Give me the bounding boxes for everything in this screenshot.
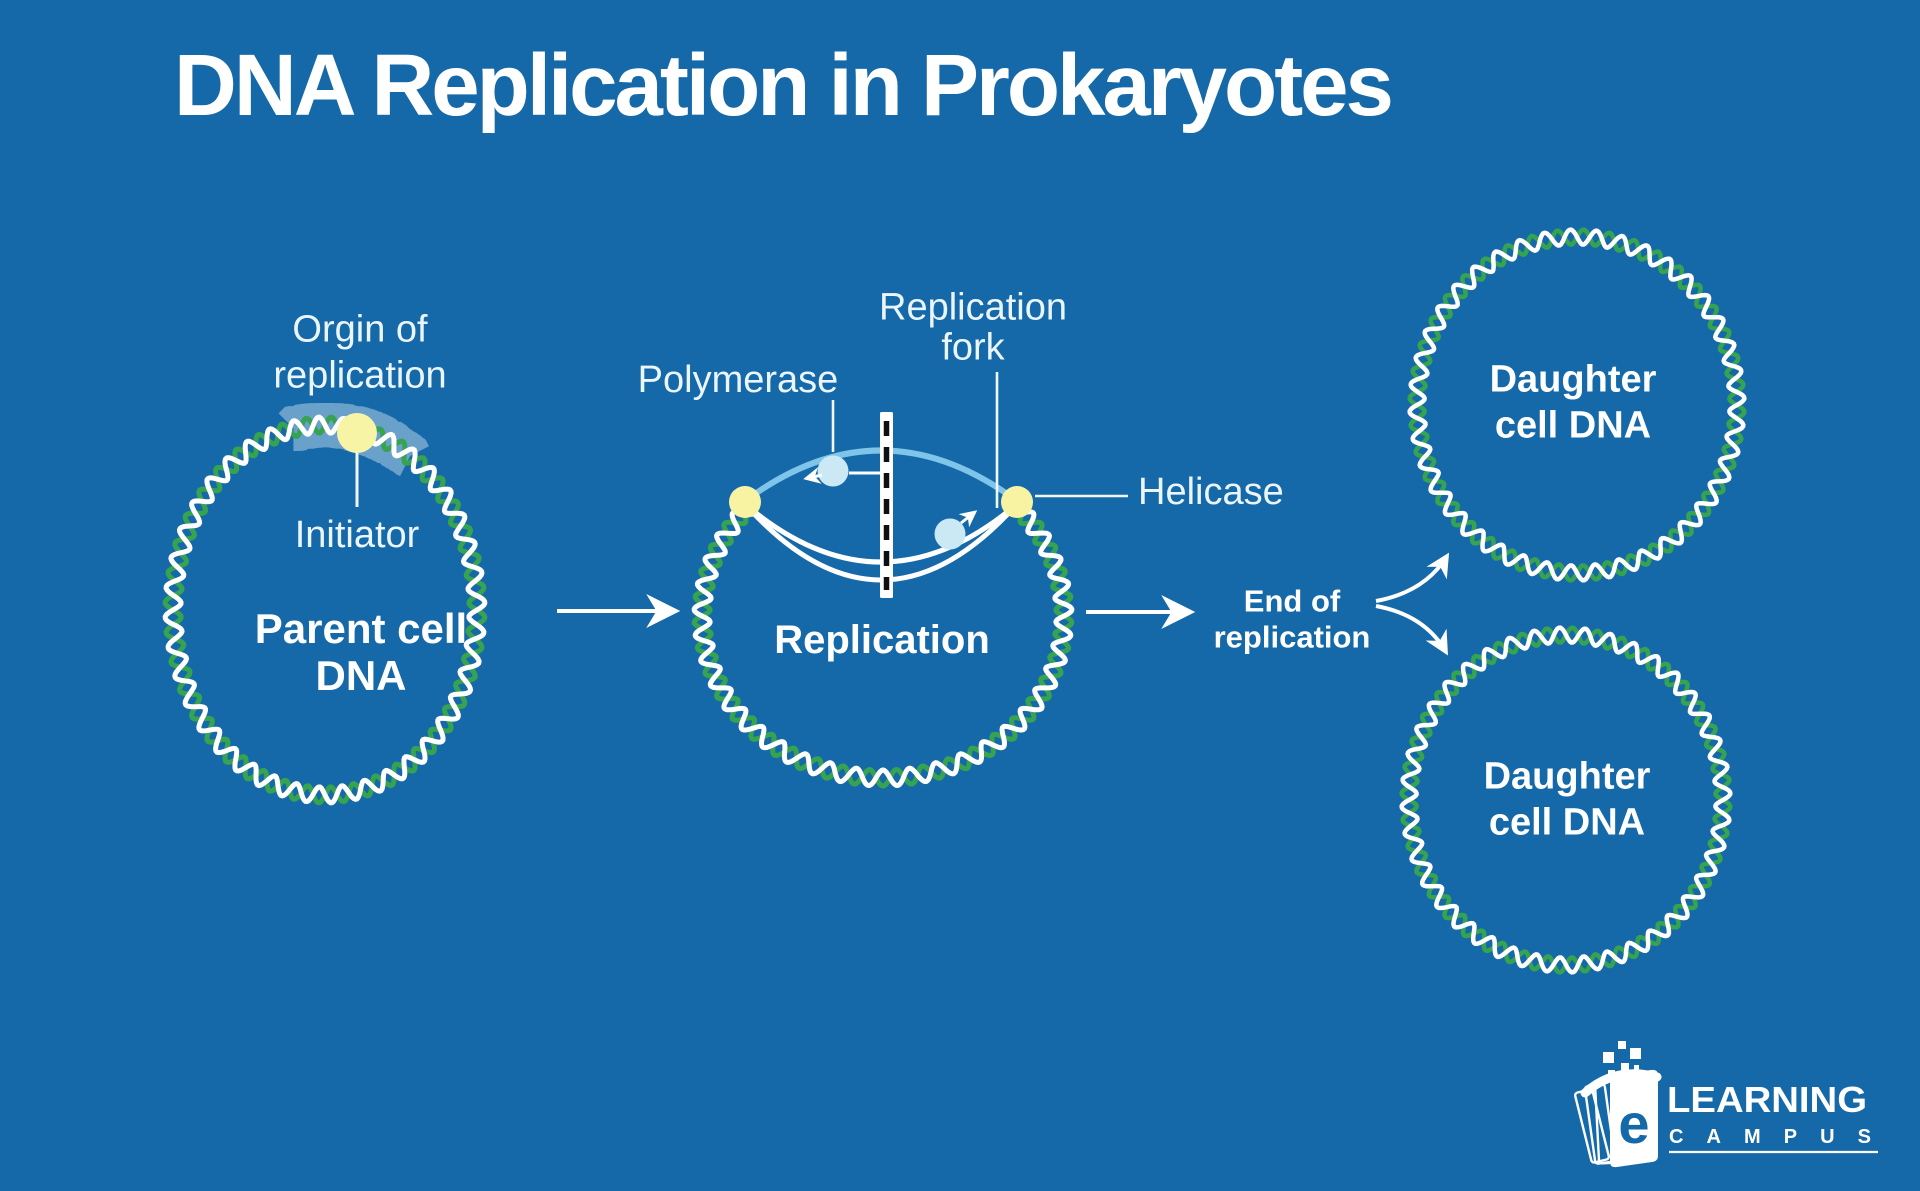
arrow-end-to-daughter-top bbox=[1375, 552, 1450, 603]
replication-ring-green-strand bbox=[691, 499, 1075, 789]
replication-fork-label: Replication fork bbox=[879, 286, 1067, 369]
daughter-cell-dna-bottom-label: Daughter cell DNA bbox=[1483, 755, 1651, 843]
daughter-bottom-dna-ring bbox=[1399, 625, 1733, 975]
logo-campus-text: CAMPUS bbox=[1669, 1126, 1871, 1148]
book-icon: e bbox=[1573, 1041, 1662, 1168]
polymerase-right-direction-arrow bbox=[958, 510, 978, 528]
daughter-top-dna-ring bbox=[1407, 227, 1747, 583]
replication-dna-ring bbox=[691, 499, 1075, 789]
arrow-end-to-daughter-bottom bbox=[1375, 604, 1448, 656]
daughter-top-white-strand bbox=[1407, 227, 1747, 583]
helicase-label: Helicase bbox=[1138, 471, 1284, 514]
logo-learning-text: LEARNING bbox=[1667, 1079, 1867, 1120]
replication-fork-divider bbox=[880, 412, 893, 598]
replication-stage-label: Replication bbox=[774, 618, 990, 662]
initiator-dot bbox=[337, 413, 377, 453]
polymerase-left bbox=[803, 455, 880, 487]
parent-cell-dna-label: Parent cell DNA bbox=[254, 604, 468, 699]
polymerase-label: Polymerase bbox=[637, 359, 839, 402]
helicase-right-dot bbox=[1001, 486, 1033, 518]
polymerase-left-direction-arrow bbox=[803, 467, 823, 484]
pixel-squares-icon bbox=[1603, 1041, 1641, 1077]
origin-of-replication-label: Orgin of replication bbox=[273, 308, 447, 397]
parent-ring-white-strand bbox=[162, 414, 488, 806]
parent-cell-dna-ring bbox=[162, 414, 488, 806]
daughter-cell-dna-top-label: Daughter cell DNA bbox=[1489, 358, 1657, 446]
polymerase-right bbox=[934, 510, 978, 550]
end-of-replication-label: End of replication bbox=[1213, 583, 1371, 655]
page-title: DNA Replication in Prokaryotes bbox=[174, 37, 1394, 134]
helicase-left-dot bbox=[729, 486, 761, 518]
brand-logo: e LEARNING CAMPUS bbox=[1573, 1041, 1878, 1168]
logo-e-letter: e bbox=[1618, 1092, 1649, 1155]
daughter-bottom-white-strand bbox=[1399, 625, 1733, 975]
replication-ring-white-strand bbox=[691, 506, 1075, 789]
initiator-label: Initiator bbox=[294, 514, 420, 557]
